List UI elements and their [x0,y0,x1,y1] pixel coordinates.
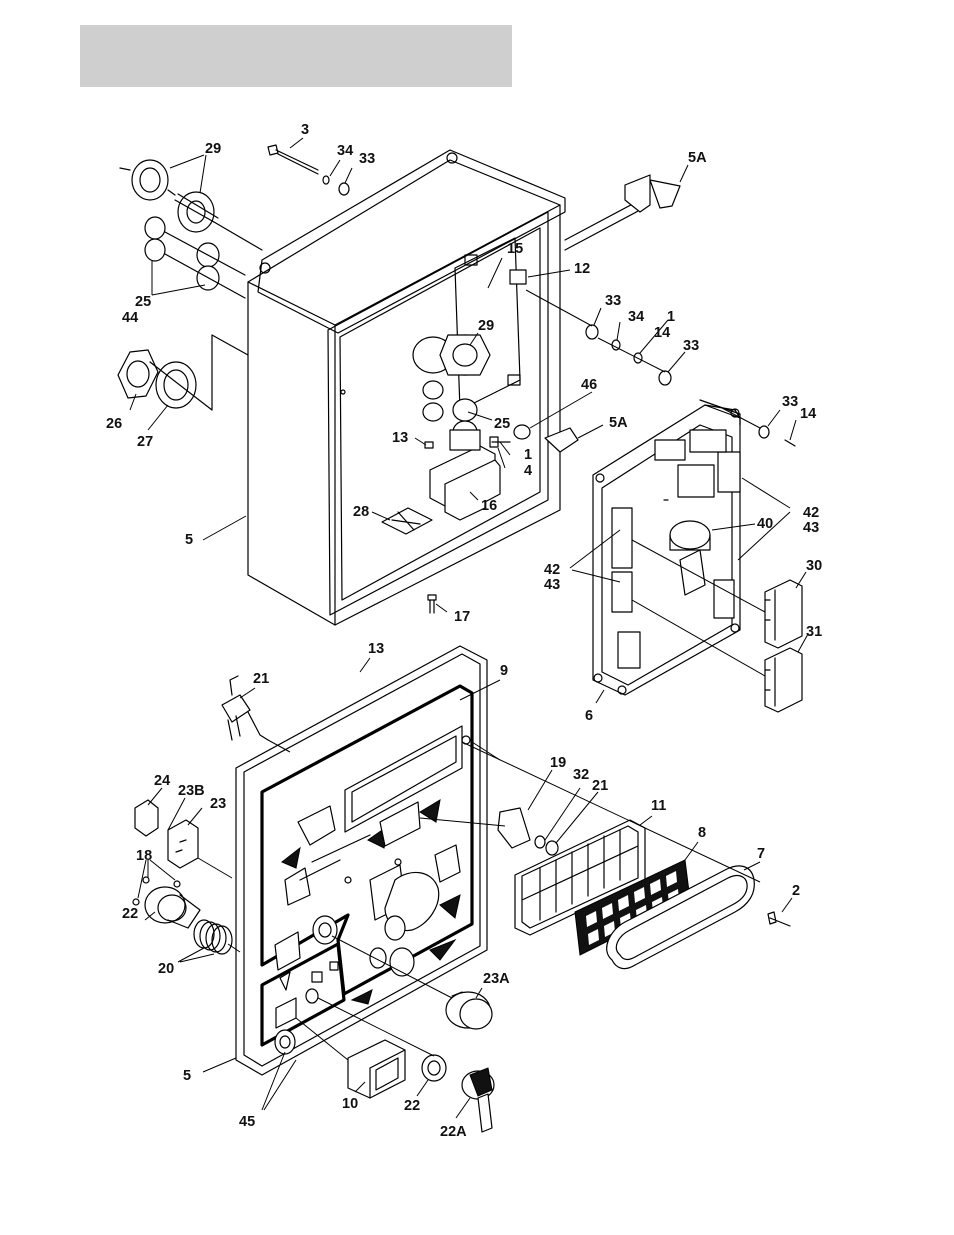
callout-40: 40 [757,516,773,532]
callout-25: 25 [494,416,510,432]
callout-1: 1 [667,309,675,325]
plug-connector-30 [765,580,802,648]
callout-14: 14 [654,325,670,341]
callout-6: 6 [585,708,593,724]
plug-connector-31 [765,648,802,712]
spring-20 [194,920,232,954]
callout-44: 44 [122,310,138,326]
callout-43: 43 [803,520,819,536]
callout-25: 25 [135,294,151,310]
callout-32: 32 [573,767,589,783]
callout-33: 33 [782,394,798,410]
callout-29: 29 [205,141,221,157]
pc-board [593,400,740,695]
callout-22a: 22A [440,1124,467,1140]
callout-18: 18 [136,848,152,864]
callout-15: 15 [507,241,523,257]
callout-22: 22 [122,906,138,922]
callout-42: 42 [803,505,819,521]
callout-19: 19 [550,755,566,771]
callout-46: 46 [581,377,597,393]
callout-45: 45 [239,1114,255,1130]
callout-11: 11 [651,798,666,814]
callout-17: 17 [454,609,470,625]
callout-9: 9 [500,663,508,679]
module-10 [348,1040,405,1098]
callout-8: 8 [698,825,706,841]
callout-26: 26 [106,416,122,432]
key-22a [462,1068,494,1132]
callout-2: 2 [792,883,800,899]
enclosure-box [248,150,565,625]
callout-23a: 23A [483,971,510,987]
callout-29: 29 [478,318,494,334]
callout-20: 20 [158,961,174,977]
callout-3: 3 [301,122,309,138]
callout-5a: 5A [609,415,628,431]
callout-1: 1 [524,447,532,463]
callout-33: 33 [359,151,375,167]
callout-23: 23 [210,796,226,812]
callout-31: 31 [806,624,822,640]
callout-27: 27 [137,434,153,450]
callout-7: 7 [757,846,765,862]
callout-5: 5 [183,1068,191,1084]
locknut-26-washer-27 [118,335,248,410]
key-switch-22-left [133,877,200,928]
callout-22: 22 [404,1098,420,1114]
callout-43: 43 [544,577,560,593]
callout-4: 4 [524,463,532,479]
callout-21: 21 [253,671,269,687]
callout-10: 10 [342,1096,358,1112]
callout-5a: 5A [688,150,707,166]
cable-gland-29 [120,160,262,250]
callout-30: 30 [806,558,822,574]
callout-24: 24 [154,773,170,789]
callout-23b: 23B [178,783,205,799]
callout-13: 13 [392,430,408,446]
callout-5: 5 [185,532,193,548]
callout-14: 14 [800,406,816,422]
callout-34: 34 [337,143,353,159]
callout-28: 28 [353,504,369,520]
callout-16: 16 [481,498,497,514]
callout-42: 42 [544,562,560,578]
pushbutton-23a [446,992,492,1029]
callout-33: 33 [605,293,621,309]
callout-21: 21 [592,778,608,794]
callout-33: 33 [683,338,699,354]
callout-12: 12 [574,261,590,277]
callout-34: 34 [628,309,644,325]
callout-13: 13 [368,641,384,657]
